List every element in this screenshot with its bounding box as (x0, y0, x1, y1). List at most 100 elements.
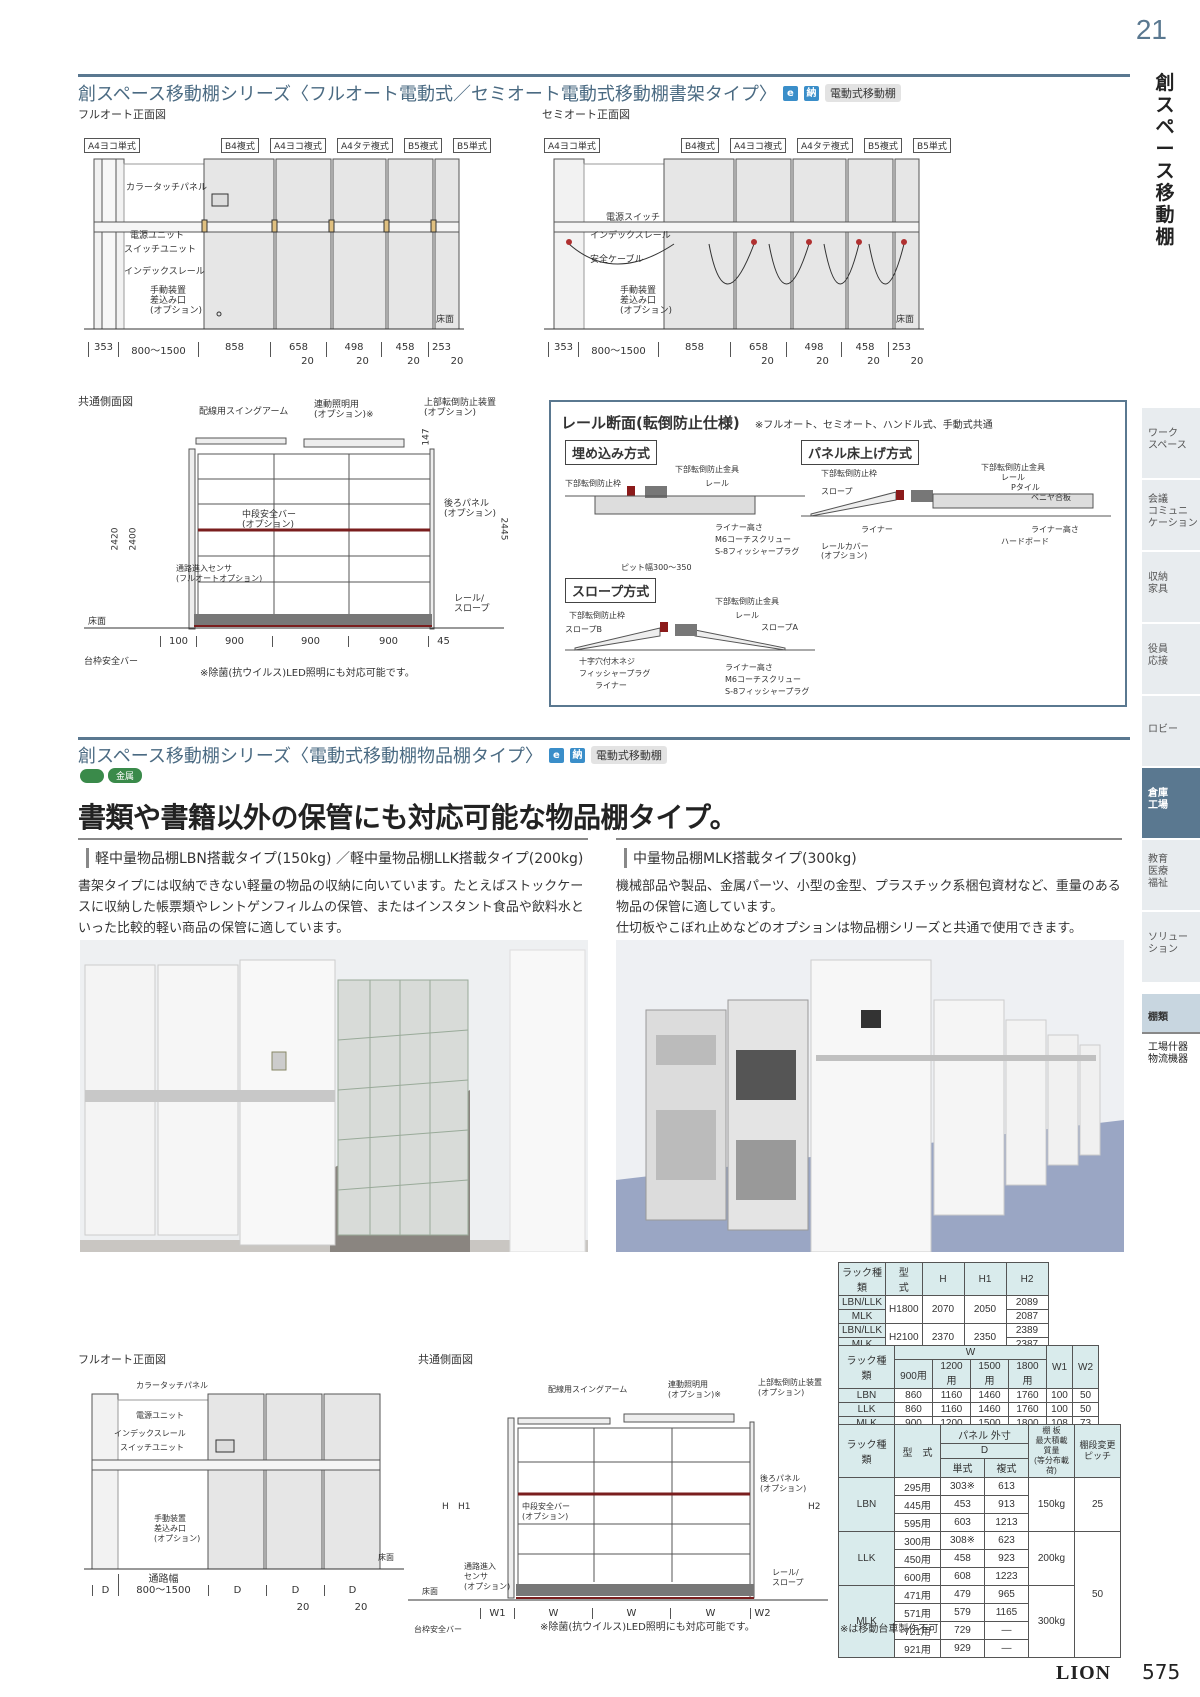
label: ライナー高さ (1031, 525, 1079, 534)
label: 下部転倒防止枠 (565, 479, 621, 488)
label-switch-unit: スイッチユニット (120, 1443, 184, 1452)
gap-dimension-row: 20 20 20 20 (301, 356, 464, 367)
sidebar-item-warehouse[interactable]: 倉庫 工場 (1142, 768, 1200, 840)
sidebar-item-label: 教育 医療 福祉 (1148, 854, 1168, 889)
side-view-title: 共通側面図 (78, 395, 133, 408)
label-base-bar: 台枠安全バー (414, 1625, 462, 1634)
rail-section-note: ※フルオート、セミオート、ハンドル式、手動式共通 (754, 420, 993, 431)
height-h2: H2 (808, 1502, 821, 1512)
label: 下部転倒防止金具 (981, 463, 1045, 472)
width-dimension-row: 100 900 900 900 45 (160, 636, 458, 647)
sidebar-item-workspace[interactable]: ワーク スペース (1142, 408, 1200, 480)
label-top-anti-tip: 上部転倒防止装置 (オプション) (758, 1378, 822, 1397)
right-body-2: 仕切板やこぼれ止めなどのオプションは物品棚シリーズと共通で使用できます。 (616, 921, 1083, 936)
right-body-1: 機械部品や製品、金属パーツ、小型の金型、プラスチック系梱包資材など、重量のある物… (616, 879, 1121, 915)
side-view-2-diagram: 配線用スイングアーム 連動照明用 (オプション)※ 上部転倒防止装置 (オプショ… (408, 1362, 828, 1642)
label-sensor: 通路進入センサ (フルオートオプション) (176, 564, 263, 583)
side-view-diagram: 配線用スイングアーム 連動照明用 (オプション)※ 上部転倒防止装置 (オプショ… (84, 398, 524, 674)
label: スロープ (821, 487, 853, 496)
sidebar-item-executive[interactable]: 役員 応接 (1142, 624, 1200, 696)
label: レール (705, 479, 729, 488)
label: レール (1001, 473, 1025, 482)
sidebar-item-solution[interactable]: ソリュー ション (1142, 912, 1200, 984)
header-rule (78, 74, 1130, 77)
section1-title: 創スペース移動棚シリーズ〈フルオート電動式／セミオート電動式移動棚書架タイプ〉 (78, 84, 777, 105)
label: 十字穴付木ネジ (579, 657, 635, 666)
label-swing-arm: 配線用スイングアーム (199, 407, 289, 417)
sidebar-subitem-shelves[interactable]: 棚類 (1142, 994, 1200, 1034)
type-tag: A4ヨコ単式 (544, 138, 600, 153)
label: ライナー高さ (725, 663, 773, 672)
sidebar-item-education[interactable]: 教育 医療 福祉 (1142, 840, 1200, 912)
rail-section-title: レール断面(転倒防止仕様) (561, 414, 740, 432)
height-top: 147 (421, 428, 432, 446)
embedded-method-title: 埋め込み方式 (565, 440, 658, 465)
label-top-anti-tip: 上部転倒防止装置 (オプション) (424, 398, 497, 418)
label-floor: 床面 (422, 1587, 438, 1596)
left-body: 書架タイプには収納できない軽量の物品の収納に向いています。たとえばストックケース… (78, 879, 584, 936)
table-row: LBN/LLK H2100 2370 2350 2389 (837, 1323, 1049, 1352)
sidebar-item-storage[interactable]: 収納 家具 (1142, 552, 1200, 624)
front-view-title: フルオート正面図 (78, 1353, 166, 1366)
label-swing-arm: 配線用スイングアーム (548, 1385, 628, 1394)
label: M6コーチスクリュー (725, 675, 801, 684)
table-footnote: ※は移動台車製作不可 (840, 1624, 939, 1635)
label: スロープB (565, 625, 603, 634)
label: ライナー (595, 681, 627, 690)
full-auto-front-diagram: A4ヨコ単式 B4複式 A4ヨコ複式 A4タテ複式 B5複式 B5単式 カラータ… (84, 134, 491, 374)
sidebar-subitem-factory[interactable]: 工場什器 物流機器 (1148, 1042, 1188, 1065)
label-index-rail: インデックスレール (114, 1429, 186, 1438)
embedded-method-diagram: 下部転倒防止金具 下部転倒防止枠 レール ライナー高さ M6コーチスクリュー S… (565, 464, 805, 574)
type-tag: A4ヨコ複式 (729, 138, 786, 153)
label-color-touch-panel: カラータッチパネル (136, 1381, 208, 1390)
label-back-panel: 後ろパネル (オプション) (760, 1474, 807, 1493)
label-floor: 床面 (436, 315, 455, 325)
type-tag: B5複式 (403, 138, 442, 153)
depth-table-wrap: ラック種類 型 式 パネル 外寸 棚 板 最大積載質量 (等分布載荷) 棚段変更… (838, 1423, 1121, 1658)
type-tag-row: A4ヨコ単式 B4複式 A4ヨコ複式 A4タテ複式 B5複式 B5単式 (544, 134, 957, 153)
eco-mark-icon: e (548, 747, 564, 763)
label-rail: レール/ スロープ (772, 1568, 804, 1587)
photo-light-shelf (80, 940, 588, 1252)
sidebar-item-label: ロビー (1148, 724, 1178, 735)
eco-mark-icon: e (782, 85, 798, 101)
type-tag: B4複式 (220, 138, 259, 153)
label: レールカバー (オプション) (821, 542, 869, 560)
left-subtitle: 軽中量物品棚LBN搭載タイプ(150kg) ／軽中量物品棚LLK搭載タイプ(20… (86, 848, 588, 868)
height-spec-table: ラック種類 型 式 H H1 H2 LBN/LLK H1800 2070 205… (837, 1262, 1049, 1352)
type-tag: A4タテ複式 (796, 138, 853, 153)
label-power-unit: 電源ユニット (130, 231, 185, 241)
rail-section-box: レール断面(転倒防止仕様) ※フルオート、セミオート、ハンドル式、手動式共通 埋… (549, 400, 1127, 707)
side-view-2-title: 共通側面図 (418, 1353, 473, 1366)
label-mid-bar: 中段安全バー (オプション) (522, 1502, 570, 1521)
panel-floor-method-title: パネル床上げ方式 (801, 440, 920, 465)
section1-title-row: 創スペース移動棚シリーズ〈フルオート電動式／セミオート電動式移動棚書架タイプ〉 … (78, 80, 901, 106)
left-description: 軽中量物品棚LBN搭載タイプ(150kg) ／軽中量物品棚LLK搭載タイプ(20… (78, 838, 588, 939)
label-back-panel: 後ろパネル (オプション) (444, 499, 497, 519)
category-tag: 電動式移動棚 (590, 746, 667, 764)
section2-rule (78, 737, 1130, 740)
table-row: MLK 471用 479 965 300kg (838, 1585, 1121, 1658)
table-row: LLK 300用 308※ 623 200kg 50 (838, 1531, 1121, 1658)
rail-section-header: レール断面(転倒防止仕様) ※フルオート、セミオート、ハンドル式、手動式共通 (561, 412, 993, 433)
chapter-number: 21 (1135, 14, 1167, 45)
label-rail: レール/ スロープ (454, 594, 490, 614)
headline: 書類や書籍以外の保管にも対応可能な物品棚タイプ。 (78, 801, 738, 834)
table-row: LBN/LLK H1800 2070 2050 2089 (837, 1295, 1049, 1324)
type-tag: B5単式 (452, 138, 491, 153)
label: S-8フィッシャープラグ (725, 687, 810, 696)
gap-dimension-row: 20 20 (296, 1602, 368, 1613)
sidebar-item-label: ワーク スペース (1148, 428, 1187, 451)
material-tags: 金属 (80, 768, 143, 783)
label: S-8フィッシャープラグ (715, 547, 800, 556)
sidebar-item-lobby[interactable]: ロビー (1142, 696, 1200, 768)
sidebar-item-meeting[interactable]: 会議 コミュニ ケーション (1142, 480, 1200, 552)
panel-floor-method-diagram: 下部転倒防止金具 下部転倒防止枠 レール Pタイル ベニヤ合板 スロープ ライナ… (801, 463, 1111, 574)
label-lighting: 連動照明用 (オプション)※ (314, 400, 374, 420)
type-tag: A4ヨコ単式 (84, 138, 140, 153)
sidebar-item-label: 収納 家具 (1148, 572, 1168, 595)
semi-auto-front-title: セミオート正面図 (542, 108, 630, 121)
sidebar-item-label: 倉庫 工場 (1148, 788, 1168, 811)
label: ピット幅300〜350 (621, 563, 692, 572)
